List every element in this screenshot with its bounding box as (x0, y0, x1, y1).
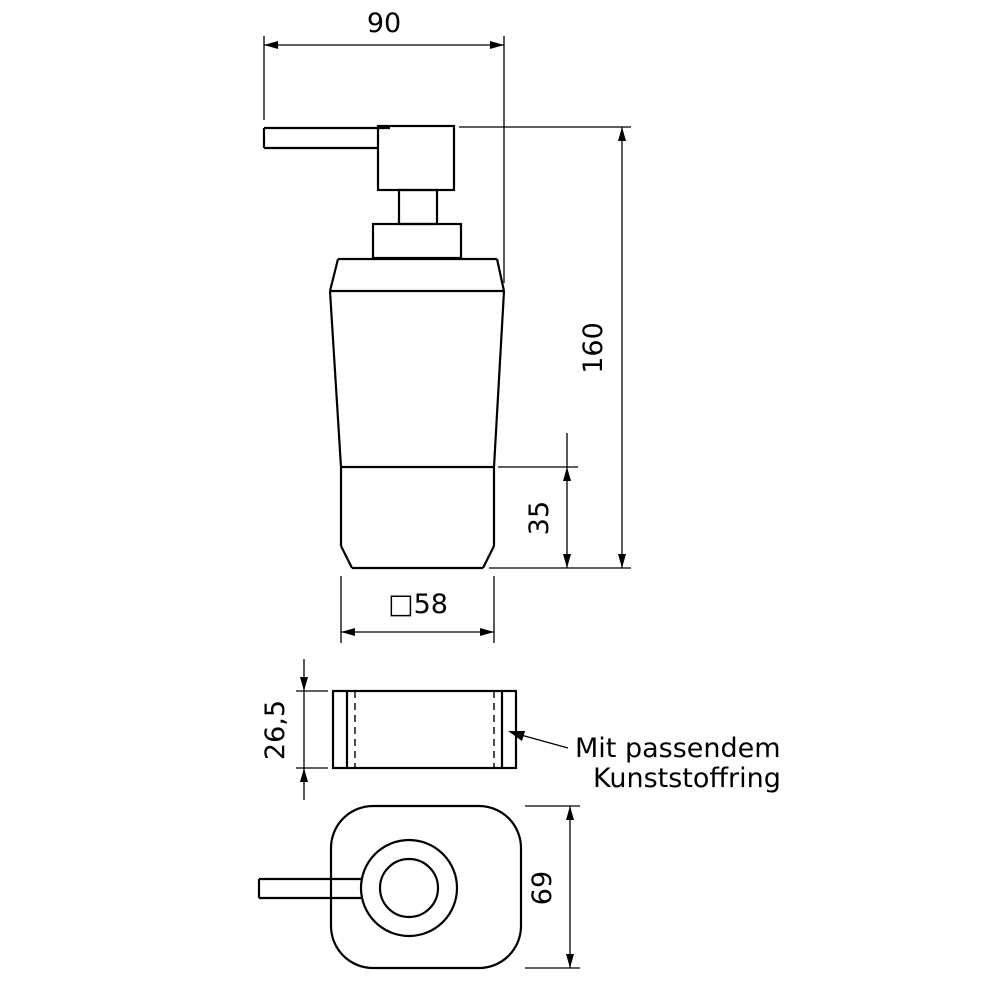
top-view (257, 804, 523, 970)
ring-section-view (331, 689, 518, 770)
dimension-160: 160 (459, 126, 631, 569)
dim-160-arrow-bottom-icon (618, 554, 626, 568)
body-left-shoulder (328, 258, 340, 292)
dim-160-label: 160 (578, 322, 609, 374)
dim-90-label: 90 (367, 8, 401, 39)
holder-right-chamfer (482, 545, 495, 569)
ring-outline (331, 689, 518, 770)
dim-58-label: □58 (388, 589, 448, 620)
dim-35-label: 35 (524, 501, 555, 535)
note-leader-arrow-icon (508, 731, 525, 741)
dimension-26-5: 26,5 (260, 659, 328, 800)
holder-left-chamfer (340, 545, 353, 569)
dim-35-arrow-bottom-icon (563, 554, 571, 568)
dim-69-arrow-bottom-icon (566, 954, 574, 968)
dim-35-arrow-top-icon (563, 467, 571, 481)
pump-neck-outline (397, 188, 439, 226)
dim-69-arrow-top-icon (566, 806, 574, 820)
dim-26-5-arrow-bottom-icon (300, 768, 308, 782)
dimension-35: 35 (498, 433, 578, 568)
note-leader-line (520, 734, 569, 749)
top-view-body-outline (329, 804, 523, 970)
dim-90-arrow-left-icon (264, 41, 278, 49)
pump-head-outline (376, 124, 456, 192)
pump-collar-outline (371, 222, 463, 260)
dimension-90: 90 (263, 8, 505, 283)
dim-58-arrow-right-icon (480, 628, 494, 636)
top-view-pump-inner-circle (378, 857, 440, 919)
dim-160-arrow-top-icon (618, 127, 626, 141)
dim-26-5-label: 26,5 (260, 700, 291, 760)
dim-26-5-arrow-top-icon (300, 677, 308, 691)
top-view-pump-outer-circle (359, 838, 459, 938)
note-line2: Kunststoffring (593, 763, 781, 794)
dim-69-label: 69 (527, 871, 558, 905)
dimension-58: □58 (340, 576, 495, 643)
note-line1: Mit passendem (575, 733, 781, 764)
dim-90-arrow-right-icon (490, 41, 504, 49)
body-right-side (492, 290, 506, 468)
front-view (262, 124, 506, 570)
ring-note: Mit passendem Kunststoffring (508, 731, 781, 794)
body-left-side (328, 290, 343, 468)
dim-58-arrow-left-icon (341, 628, 355, 636)
body-right-shoulder (495, 258, 506, 292)
dimension-69: 69 (525, 805, 580, 969)
